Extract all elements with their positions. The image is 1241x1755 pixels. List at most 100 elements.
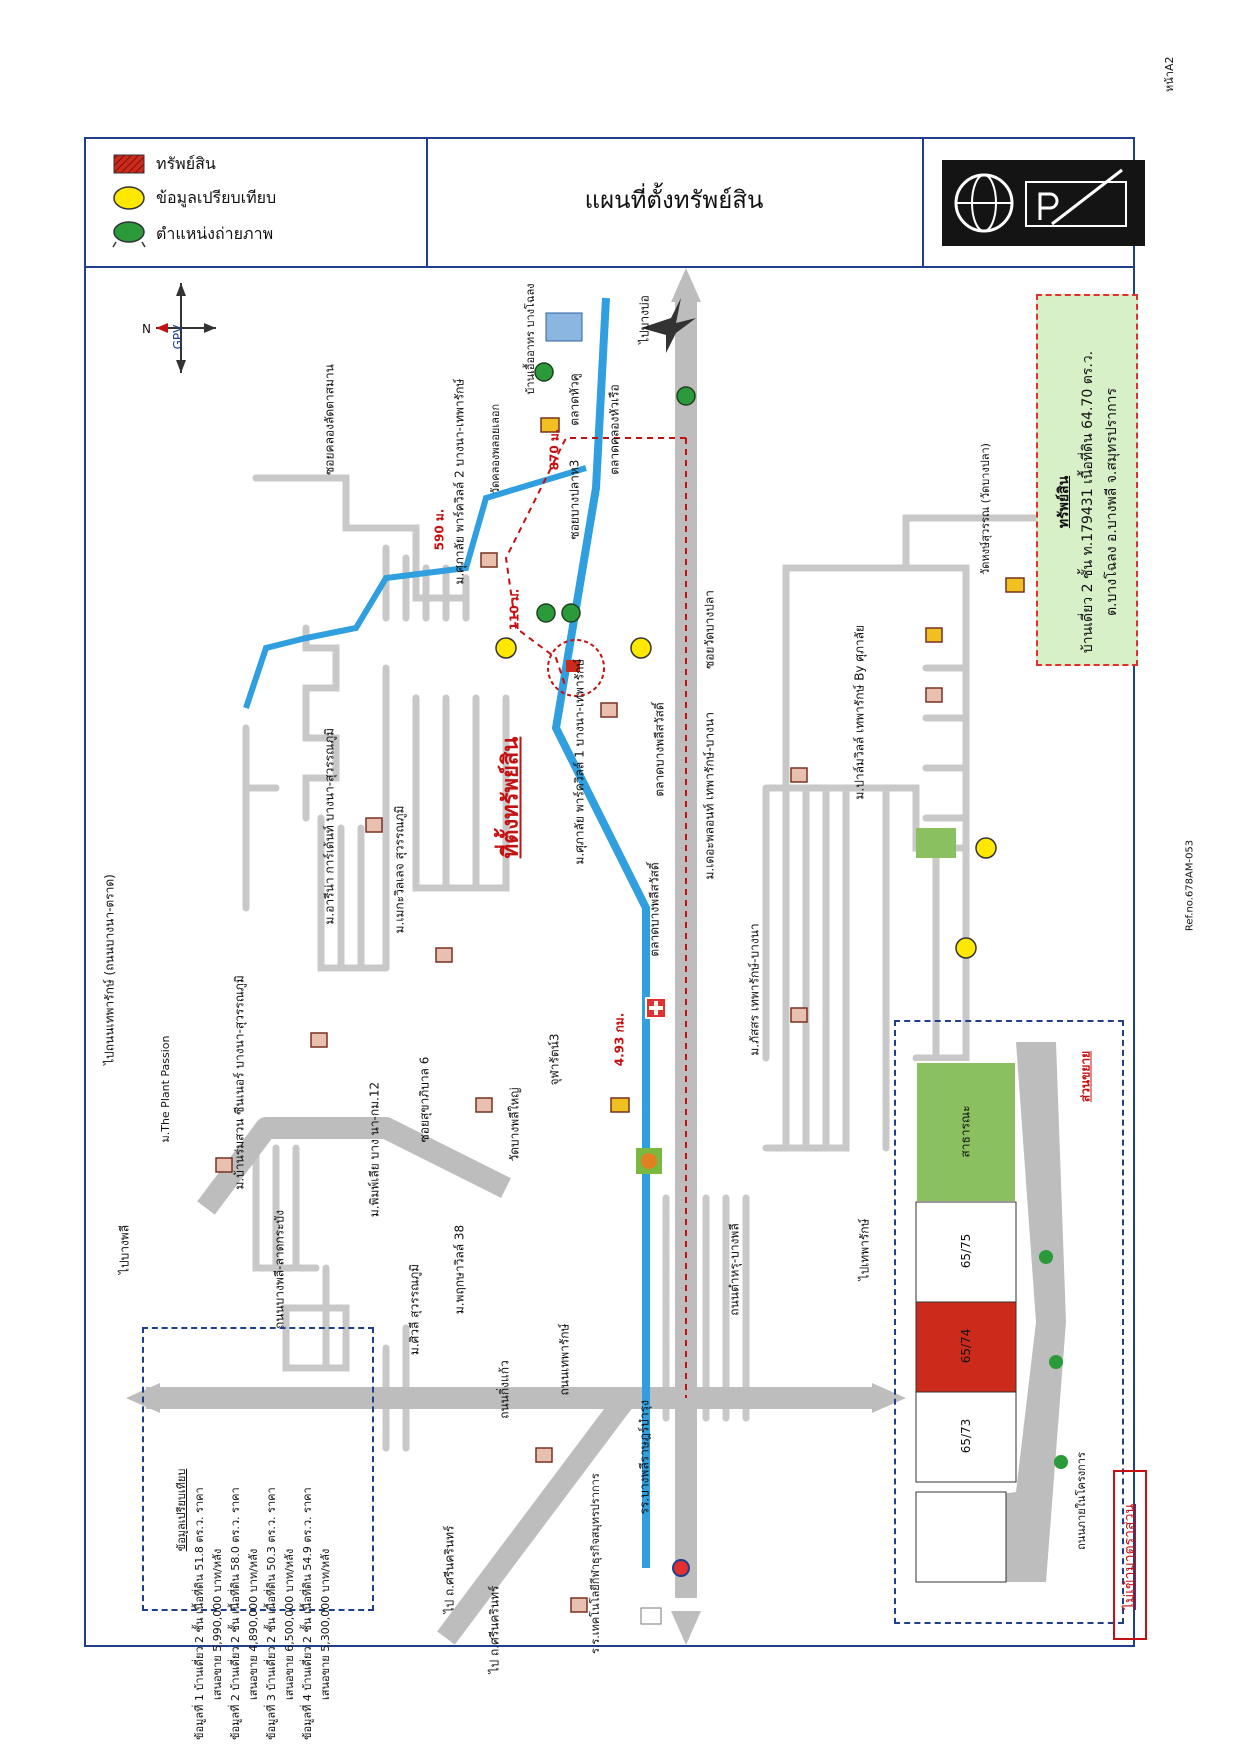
inset-public-label: สาธารณะ (958, 1105, 973, 1158)
distance-110: 110 ม. (507, 588, 522, 631)
tesco-logo-icon (641, 1153, 657, 1169)
label-soi-bangpla: ซอยวัดบางปลา (702, 590, 717, 669)
label-to-srinakarin-2: ไป ถ.ศรีนครินทร์ (442, 1525, 457, 1614)
label-wat-klong-tho: วัดคลองพลอยเลอก (489, 403, 502, 495)
label-thepharak3: จุฬารัตน์3 (547, 1033, 562, 1086)
property-heading: ทรัพย์สิน (1056, 475, 1072, 529)
inset-plot-65-75 (915, 1201, 1017, 1303)
photo-point-2 (536, 603, 556, 623)
label-mega-village: ม.เมกะวิลเลจ สุวรรณภูมิ (392, 805, 407, 934)
header-divider-left (426, 137, 428, 266)
location-label: ที่ตั้งทรัพย์สิน (498, 736, 524, 859)
inset-box: ส่วนขยาย สาธารณะ 65/75 65/74 65/73 ถนนภา… (894, 1020, 1124, 1624)
comparison-box: ข้อมูลเปรียบเทียบ ข้อมูลที่ 1 บ้านเดี่ยว… (142, 1327, 374, 1740)
not-to-scale-box: ไม่เข้ามาตราส่วน (1113, 1470, 1147, 1640)
property-info-text: ทรัพย์สิน บ้านเดี่ยว 2 ชั้น ท.179431 เนื… (1052, 312, 1124, 692)
green-area-icon (916, 828, 956, 858)
label-palm-ville: ม.ปาล์มวิลล์ เทพารักษ์ By ศุภาลัย (852, 625, 867, 800)
legend-item-photo: ตำแหน่งถ่ายภาพ (112, 216, 276, 252)
distance-590: 590 ม. (432, 508, 447, 551)
compass-mark: GPV (171, 324, 185, 350)
inset-plot-c-label: 65/73 (959, 1418, 973, 1454)
comparison-item-4: ข้อมูลที่ 4 บ้านเดี่ยว 2 ชั้น เนื้อที่ดิ… (301, 1487, 314, 1740)
canal (551, 297, 650, 1568)
airplane-icon (641, 298, 696, 353)
hospital-cross-icon (649, 1001, 663, 1015)
comparison-item-2-price: เสนอขาย 4,890,000 บาท/หลัง (247, 1548, 260, 1700)
school-icon (640, 1607, 662, 1625)
comparison-text: ข้อมูลเปรียบเทียบ ข้อมูลที่ 1 บ้านเดี่ยว… (173, 1280, 335, 1740)
comparison-item-1: ข้อมูลที่ 1 บ้านเดี่ยว 2 ชั้น เนื้อที่ดิ… (193, 1487, 206, 1740)
label-pimlia: ม.พิมพ์เลีย บาง นา-กม.12 (367, 1081, 382, 1218)
property-marker (566, 660, 580, 672)
label-soi-sukhapiban6: ซอยสุขาภิบาล 6 (417, 1056, 432, 1143)
inset-plot-extra (915, 1491, 1007, 1583)
road-kingkaew (197, 1117, 511, 1215)
label-road-kingkaew: ถนนกิ่งแก้ว (497, 1360, 512, 1419)
legend: ทรัพย์สิน ข้อมูลเปรียบเทียบ ตำแหน่งถ่ายภ… (112, 148, 276, 252)
company-logo (942, 160, 1145, 246)
comparison-item-3-price: เสนอขาย 6,500,000 บาท/หลัง (283, 1548, 296, 1700)
header-divider-right (922, 137, 924, 266)
label-arena: ม.อารีน่า การ์เด้นท์ บางนา-สุวรรณภูมิ (322, 727, 337, 925)
canal-branch (243, 465, 587, 709)
photo-point-4 (534, 362, 554, 382)
label-sivali: ม.ศิวลี สุวรรณภูมิ (407, 1263, 422, 1356)
label-baan-eua-arthorn: บ้านเอื้ออาทร บางโฉลง (524, 283, 537, 395)
label-market: ตลาดบางพลีสวัสดิ์ (652, 702, 667, 797)
label-plant-passion: ม.The Plant Passion (159, 1035, 172, 1143)
label-school: ร.ร.เทคโนโลยีกีฬาธุรกิจสมุทรปราการ (589, 1473, 602, 1654)
label-wat-bangphli-yai: วัดบางพลีใหญ่ (507, 1087, 522, 1162)
gas-station-icon (672, 1559, 690, 1577)
legend-label-photo: ตำแหน่งถ่ายภาพ (156, 223, 274, 243)
legend-label-property: ทรัพย์สิน (156, 153, 216, 173)
route-soi (504, 437, 686, 689)
comparison-item-1-price: เสนอขาย 5,990,000 บาท/หลัง (211, 1548, 224, 1700)
label-chaopraya: ตลาดบางพลีสวัสดิ์ (647, 862, 662, 957)
label-wat-bangpla: วัดหงษ์สุวรรณ (วัดบางปลา) (979, 443, 992, 575)
comparison-item-4-price: เสนอขาย 5,300,000 บาท/หลัง (319, 1548, 332, 1700)
label-supalai-2: ม.ศุภาลัย พาร์ควิลล์ 2 บางนา-เทพารักษ์ (452, 378, 467, 585)
label-baan-rom-suan: ม.บ้านร่มสวน ซีนเนอร์ บางนา-สุวรรณภูมิ (232, 975, 247, 1190)
distance-870: 870 ม. (547, 428, 562, 471)
distance-493: 4.93 กม. (612, 1012, 627, 1067)
label-market-klong: ตลาดคลองหัวเรือ (607, 384, 622, 475)
property-line-1: บ้านเดี่ยว 2 ชั้น ท.179431 เนื้อที่ดิน 6… (1080, 350, 1096, 654)
label-to-srinakarin-1: ไป ถ.ศรีนครินทร์ (487, 1585, 502, 1674)
label-to-bangphli: ไปบางพลี (117, 1224, 132, 1275)
hatched-square-icon (113, 154, 145, 174)
compass-icon (156, 283, 216, 373)
building-icon (545, 312, 583, 342)
label-road-thepharak: ถนนเทพารักษ์ (557, 1323, 572, 1396)
not-to-scale-label: ไม่เข้ามาตราส่วน (1122, 1503, 1138, 1611)
inset-plot-a-label: 65/75 (959, 1233, 973, 1269)
compass-north-label: N (142, 322, 151, 336)
inset-plot-65-73 (915, 1391, 1017, 1483)
photo-point-1 (676, 386, 696, 406)
label-soi-bangplahoo: ซอยบางปลาห3 (567, 459, 582, 540)
gp-logo-icon (954, 168, 1127, 233)
inset-plan (915, 1042, 1068, 1583)
property-line-2: ต.บางโฉลง อ.บางพลี จ.สมุทรปราการ (1104, 387, 1120, 617)
comparison-heading: ข้อมูลเปรียบเทียบ (175, 1468, 188, 1552)
label-to-bangbo: ไปบางบ่อ (637, 295, 652, 344)
label-hospital: รร.บางพลีราษฎร์บำรุง (637, 1400, 652, 1515)
road-thepharak (437, 1391, 635, 1645)
legend-item-property: ทรัพย์สิน (112, 148, 276, 180)
inset-plot-65-74 (915, 1301, 1017, 1393)
label-to-thepha: ไปเทพารักษ์ (857, 1218, 872, 1281)
map-frame (84, 137, 1135, 1647)
inset-road-label: ถนนภายในโครงการ (1075, 1452, 1088, 1550)
inset-photo-7 (1049, 1355, 1063, 1369)
inset-plot-b-label: 65/74 (959, 1328, 973, 1364)
comparison-points (495, 637, 997, 959)
label-road-tamru: ถนนตำหรุ-บางพลี (727, 1223, 742, 1316)
label-to-thepharak: ไปถนนเทพารักษ์ (ถนนบางนา-ตราด) (102, 874, 117, 1065)
inset-photo-5 (1039, 1250, 1053, 1264)
landmark-symbols (215, 298, 1025, 1625)
comparison-item-2: ข้อมูลที่ 2 บ้านเดี่ยว 2 ชั้น เนื้อที่ดิ… (229, 1487, 242, 1740)
label-talad-hua-khu: ตลาดหัวคู (567, 373, 582, 426)
map-title: แผนที่ตั้งทรัพย์สิน (584, 186, 764, 214)
green-camera-icon (112, 221, 146, 248)
header-divider (84, 266, 1135, 268)
